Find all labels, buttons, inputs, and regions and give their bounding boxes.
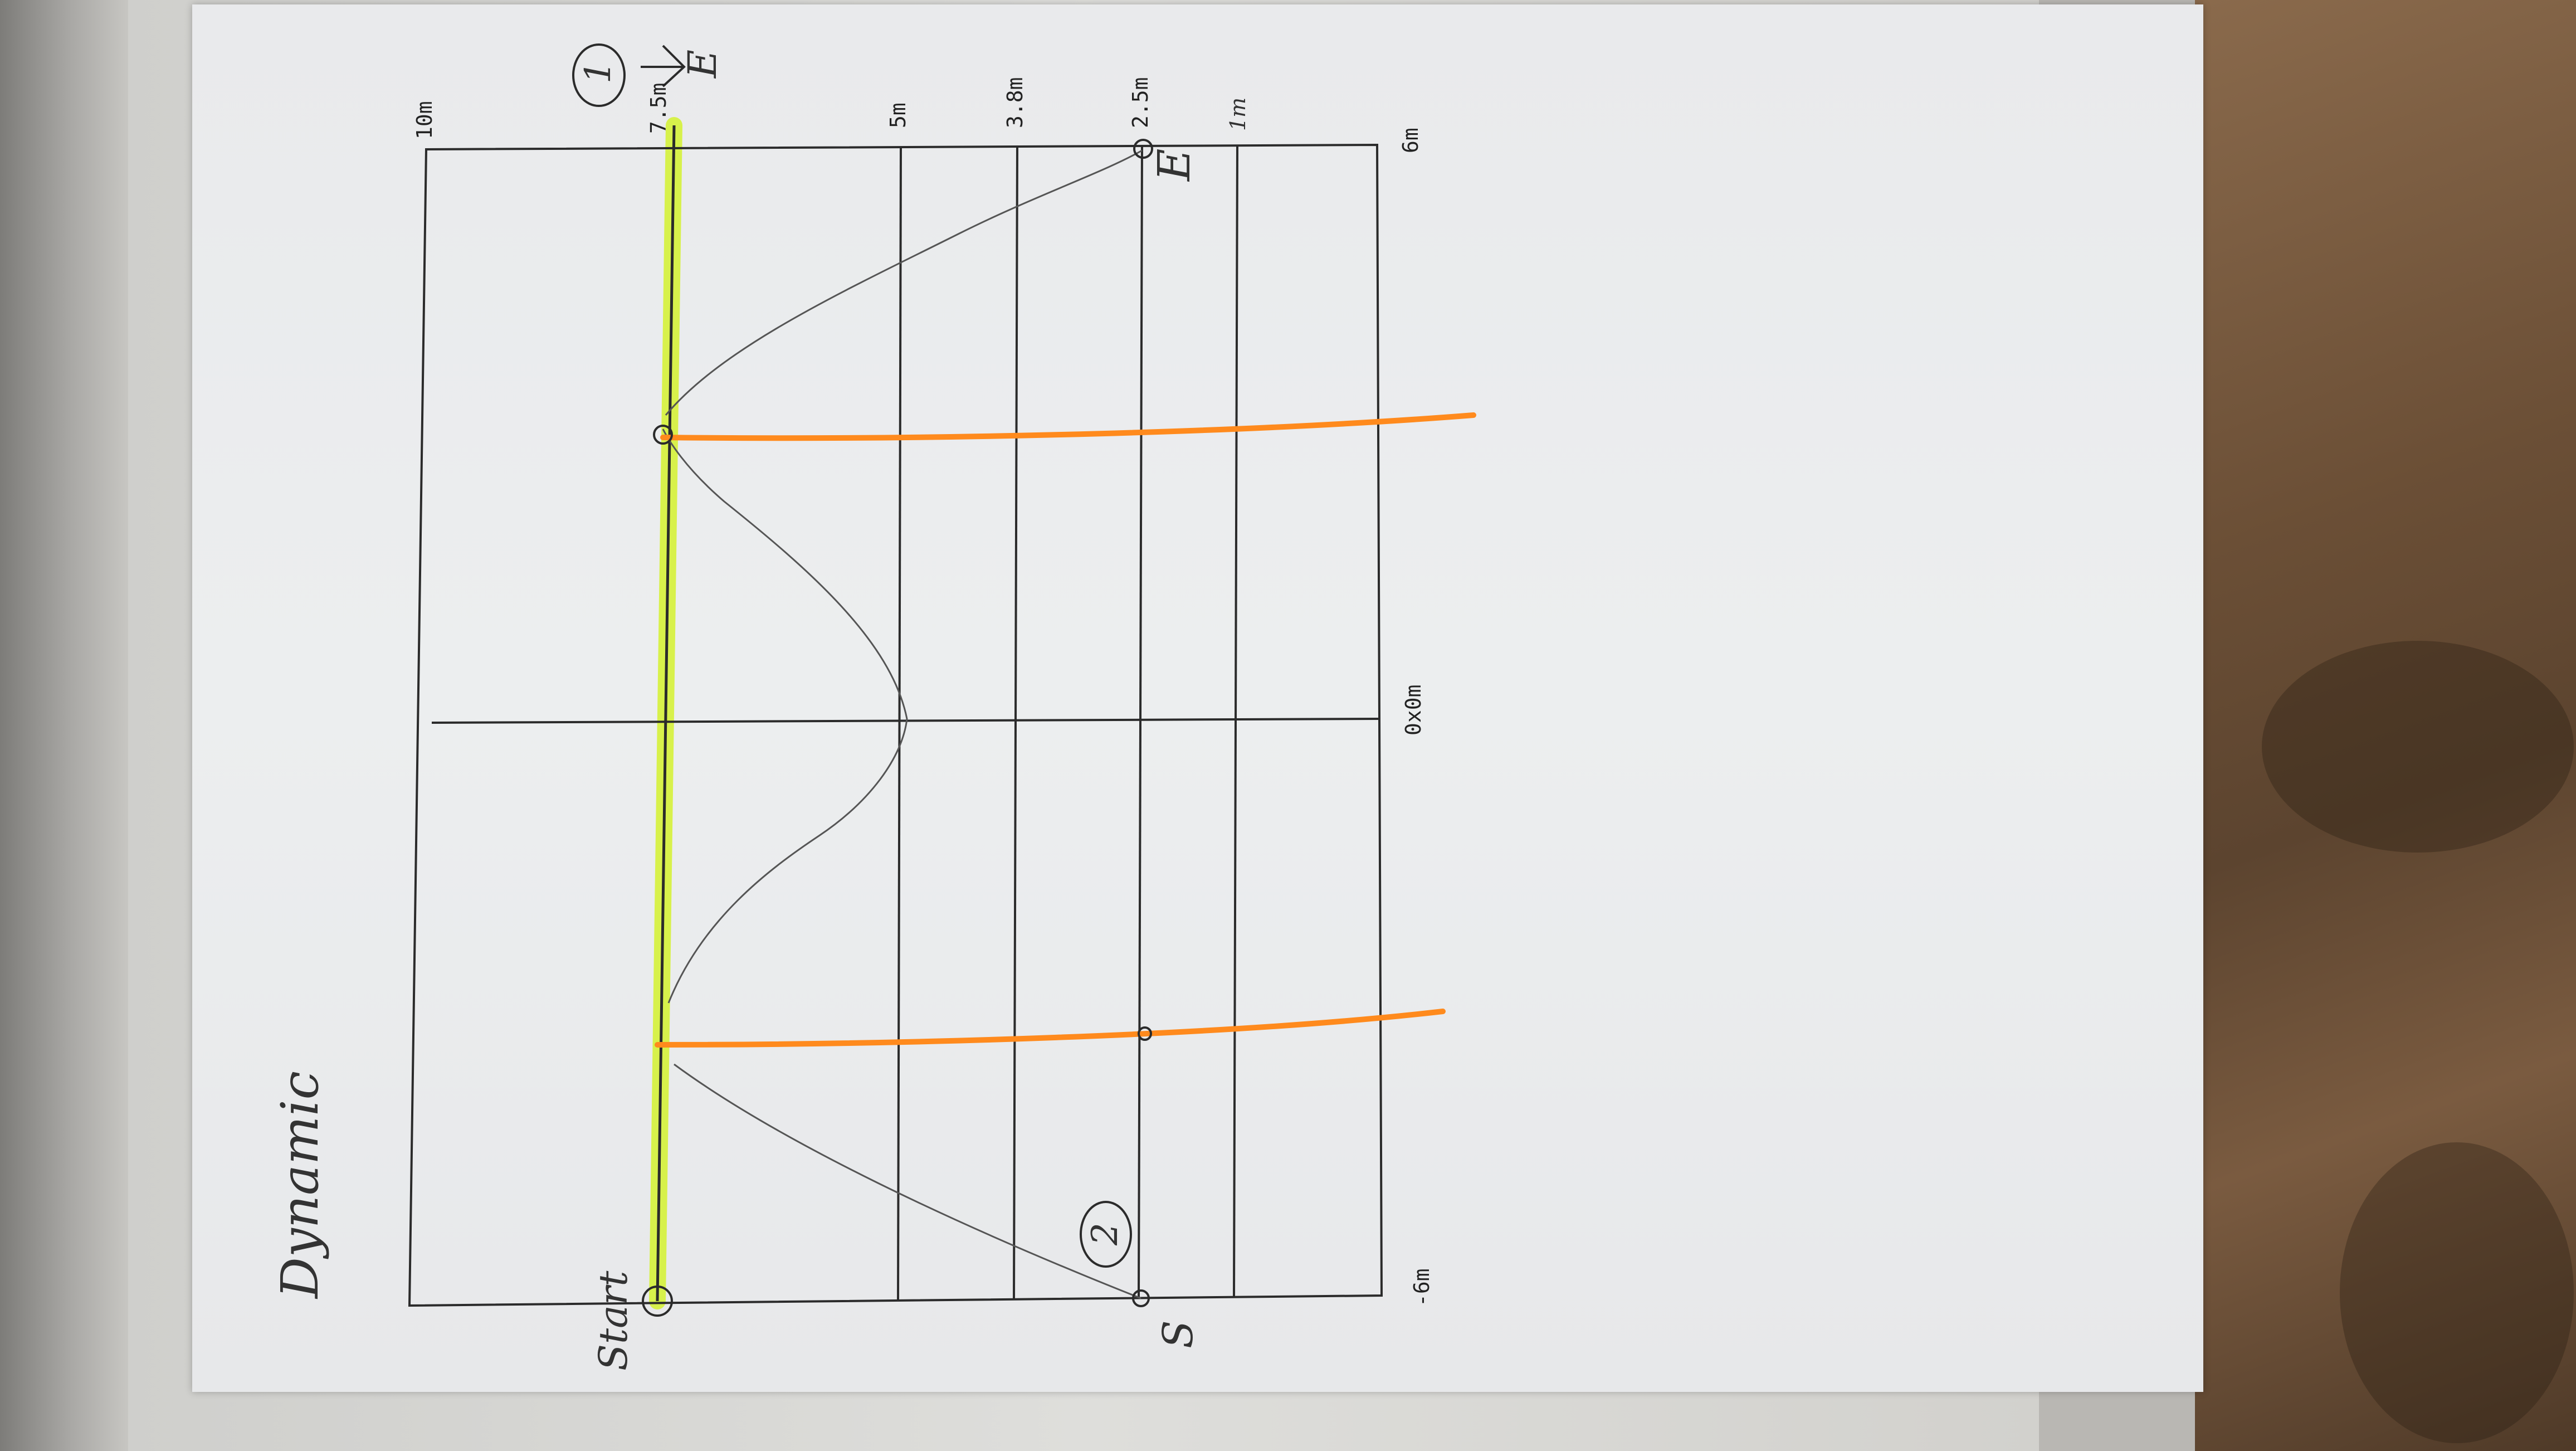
top-3-8m-label: 3.8m — [1003, 77, 1027, 128]
table-edge — [0, 0, 128, 1451]
grid-line-2-5m — [1138, 144, 1143, 1299]
e-label-bottom: E — [1148, 149, 1200, 182]
left-axis-label: -6m — [1409, 1268, 1434, 1307]
top-2-5m-label: 2.5m — [1128, 77, 1153, 128]
mid-node — [1138, 1026, 1152, 1041]
orange-line-left — [655, 1009, 1446, 1048]
grid-line-center — [431, 718, 1379, 724]
grid-line-1m — [1233, 145, 1238, 1298]
orange-line-right — [660, 412, 1476, 441]
grid-frame — [408, 143, 1383, 1307]
circle-1-label: 1 — [578, 61, 619, 84]
right-axis-label: 6m — [1398, 128, 1423, 153]
s-label: S — [1154, 1320, 1202, 1348]
center-axis-label: 0x0m — [1401, 684, 1426, 736]
page-title: Dynamic — [270, 1071, 330, 1299]
circled-2 — [1080, 1201, 1132, 1268]
circled-1 — [572, 43, 626, 107]
end-node — [1133, 139, 1153, 159]
fabric-fold — [2340, 1142, 2574, 1443]
waypoint-node — [653, 425, 673, 445]
path-curve — [662, 149, 1143, 1299]
fabric-background — [2195, 0, 2576, 1451]
arrow-e-label: E — [680, 50, 725, 79]
top-10m-label: 10m — [412, 101, 437, 139]
arrow-icon — [641, 45, 686, 87]
paper-sheet — [192, 4, 2203, 1392]
grid-line-5m — [897, 147, 902, 1301]
circle-2-label: 2 — [1085, 1223, 1126, 1246]
s-node — [1132, 1289, 1150, 1307]
start-label: Start — [591, 1270, 636, 1371]
top-1m-label: 1m — [1226, 98, 1250, 131]
fabric-fold — [2262, 641, 2574, 853]
top-5m-label: 5m — [886, 103, 910, 128]
start-node — [642, 1286, 673, 1317]
top-7-5m-label: 7.5m — [646, 82, 671, 134]
track-line — [656, 125, 676, 1302]
grid-line-3-8m — [1013, 145, 1018, 1300]
